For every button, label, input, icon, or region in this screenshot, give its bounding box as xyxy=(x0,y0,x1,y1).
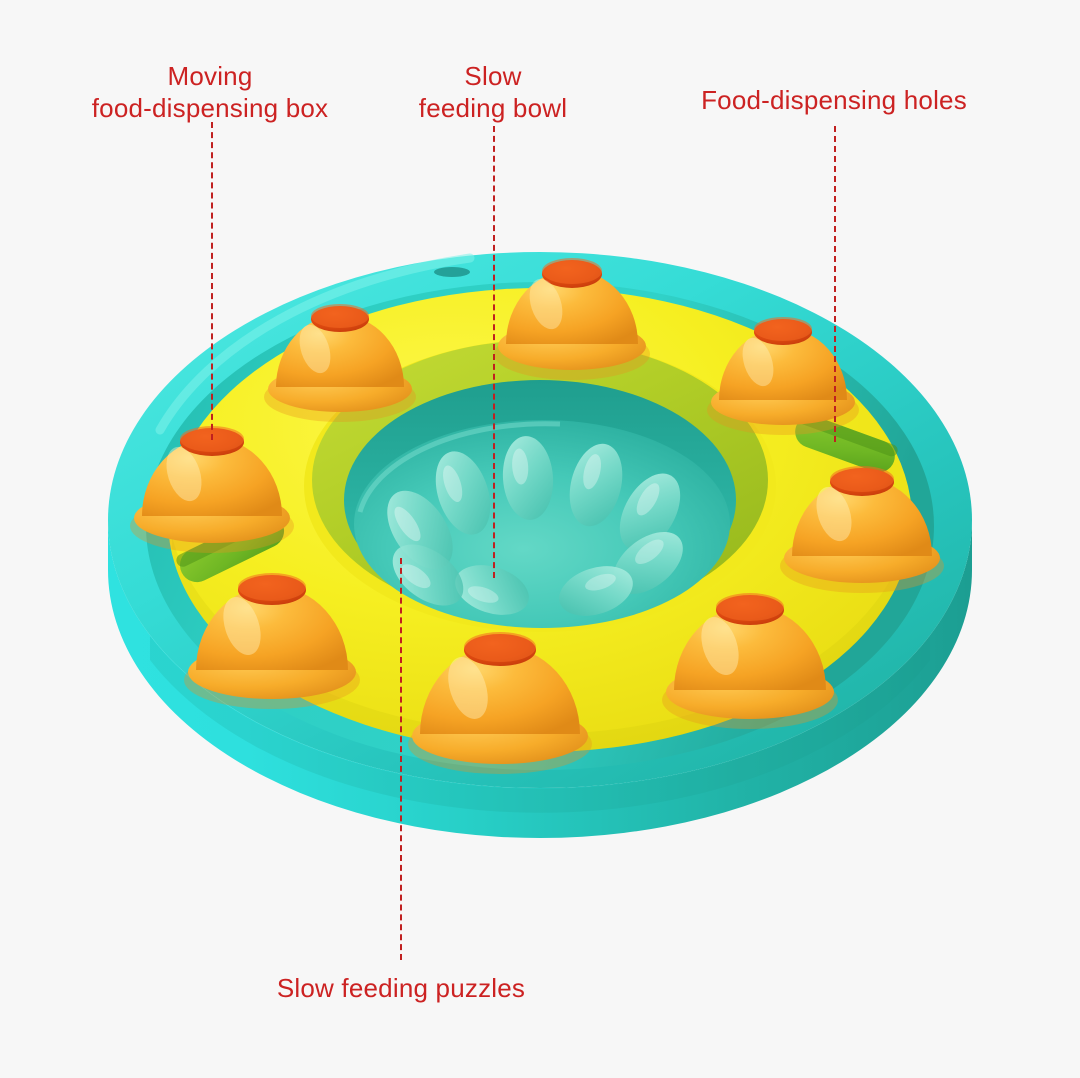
leader-line-moving-food-dispensing-box xyxy=(211,122,213,440)
puzzle-nub xyxy=(392,544,464,606)
dome[interactable] xyxy=(184,573,360,709)
label-slow-feeding-bowl: Slow feeding bowl xyxy=(418,61,568,123)
puzzle-nub xyxy=(502,436,554,520)
leader-line-slow-feeding-bowl xyxy=(493,126,495,578)
food-dispensing-hole[interactable] xyxy=(791,411,900,477)
dome[interactable] xyxy=(408,632,592,774)
puzzle-nub xyxy=(435,451,491,535)
puzzle-nub xyxy=(455,565,529,615)
dome[interactable] xyxy=(662,593,838,729)
label-moving-food-dispensing-box: Moving food-dispensing box xyxy=(91,61,329,123)
puzzle-nub xyxy=(559,566,633,616)
outer-bowl-side-wall xyxy=(108,520,972,838)
rim-highlight xyxy=(155,253,475,435)
dome[interactable] xyxy=(130,426,294,553)
dome[interactable] xyxy=(494,258,650,380)
center-bowl-highlight xyxy=(357,421,561,513)
dome[interactable] xyxy=(707,317,859,435)
outer-bowl-bottom-shadow xyxy=(150,636,930,813)
slow-feeding-puzzles-group xyxy=(387,436,683,616)
leader-line-food-dispensing-holes xyxy=(834,126,836,442)
rim-notch xyxy=(434,267,470,277)
label-slow-feeding-puzzles: Slow feeding puzzles xyxy=(276,973,526,1003)
puzzle-nub xyxy=(569,443,623,527)
puzzle-nub xyxy=(619,473,681,551)
label-food-dispensing-holes: Food-dispensing holes xyxy=(701,85,967,115)
food-dispensing-domes-group xyxy=(130,258,944,774)
leader-line-slow-feeding-puzzles xyxy=(400,558,402,960)
dome[interactable] xyxy=(780,466,944,593)
dome[interactable] xyxy=(264,304,416,422)
